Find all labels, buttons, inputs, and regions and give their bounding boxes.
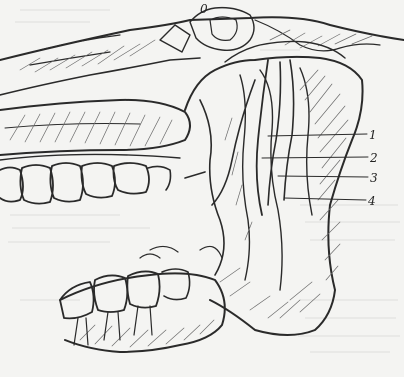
callout-3-label: 3: [370, 171, 378, 185]
callout-2-label: 2: [369, 151, 378, 165]
callout-4-label: 4: [367, 194, 376, 208]
callout-1-label: 1: [369, 128, 377, 142]
top-mark: 0: [200, 2, 208, 16]
